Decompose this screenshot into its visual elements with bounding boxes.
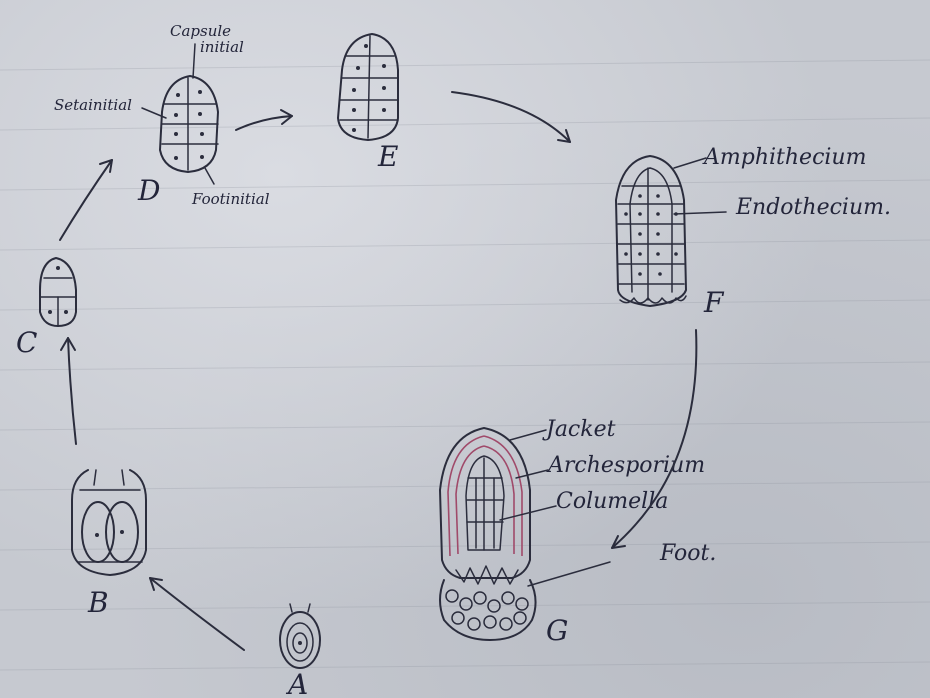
seta-initial-label: Setainitial bbox=[54, 96, 132, 114]
foot-label: Foot. bbox=[659, 541, 716, 566]
arrow-f-to-g bbox=[612, 330, 696, 548]
stage-e-letter: E bbox=[377, 140, 398, 173]
stage-f-letter: F bbox=[703, 286, 725, 319]
stage-d-embryo bbox=[142, 44, 218, 184]
stage-b-letter: B bbox=[87, 586, 109, 619]
arrow-c-to-d bbox=[60, 160, 112, 240]
arrow-b-to-c bbox=[68, 338, 76, 444]
stage-e-embryo bbox=[338, 34, 398, 140]
foot-initial-label: Footinitial bbox=[191, 190, 270, 208]
arrow-a-to-b bbox=[150, 578, 244, 650]
stage-a-zygote bbox=[280, 604, 320, 668]
columella-label: Columella bbox=[556, 489, 668, 514]
stage-c-embryo bbox=[40, 258, 76, 326]
stage-f-embryo bbox=[616, 156, 726, 306]
stage-d-letter: D bbox=[137, 174, 160, 207]
stage-a-letter: A bbox=[285, 668, 308, 698]
endothecium-label: Endothecium. bbox=[735, 195, 891, 220]
stage-c-letter: C bbox=[16, 326, 37, 359]
amphithecium-label: Amphithecium bbox=[702, 145, 866, 170]
capsule-initial-label-line2: initial bbox=[200, 38, 244, 56]
stage-b-embryo bbox=[72, 470, 146, 575]
arrow-e-to-f bbox=[452, 92, 570, 142]
archesporium-label: Archesporium bbox=[546, 453, 705, 478]
jacket-label: Jacket bbox=[542, 417, 616, 442]
stage-g-letter: G bbox=[546, 614, 568, 647]
